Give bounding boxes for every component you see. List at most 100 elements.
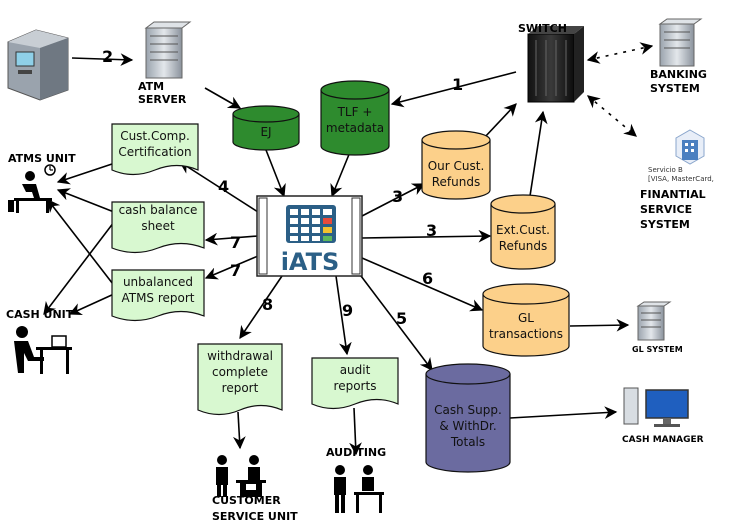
arrow-extrefunds-to-switch (529, 110, 548, 197)
arrow-switch-financial (587, 95, 637, 137)
arrow-iats-to-withdrawal (239, 275, 283, 340)
doc-unbalanced-atms: unbalanced ATMS report (111, 269, 205, 322)
atms-unit-label: ATMS UNIT (8, 152, 76, 165)
step-number-1: 1 (452, 75, 463, 94)
iats-grid-icon (286, 205, 336, 243)
cash-unit-person-icon (14, 326, 72, 374)
arrow-iats-to-certification (178, 161, 259, 213)
gl-system-label: GL SYSTEM (632, 345, 683, 354)
connectors (43, 42, 654, 456)
financial-service-label-line3: SYSTEM (640, 218, 690, 231)
banking-system-label-line2: SYSTEM (650, 82, 700, 95)
db-ej: EJ (232, 105, 300, 151)
iats-system-node: iATS (256, 195, 363, 277)
step-number-5: 5 (396, 309, 407, 328)
svg-text:unbalanced: unbalanced (123, 275, 193, 289)
arrow-cashbal-to-atmsunit (56, 188, 115, 213)
svg-text:Refunds: Refunds (499, 239, 548, 253)
svg-text:Refunds: Refunds (432, 175, 481, 189)
svg-text:complete: complete (212, 365, 268, 379)
svg-text:cash balance: cash balance (119, 203, 198, 217)
step-number-6: 6 (422, 269, 433, 288)
gl-system-server-icon (636, 301, 672, 341)
arrow-tlf-to-iats (330, 151, 351, 198)
atm-server-label-line1: ATM (138, 80, 164, 93)
doc-cust-comp-cert: Cust.Comp. Certification (111, 123, 199, 176)
financial-service-logo-caption-2: [VISA, MasterCard, (648, 175, 714, 183)
financial-service-logo-icon: Servicio B [VISA, MasterCard, (648, 129, 714, 183)
svg-text:reports: reports (334, 379, 377, 393)
svg-text:Totals: Totals (450, 435, 485, 449)
svg-text:GL: GL (518, 311, 534, 325)
svg-text:Cust.Comp.: Cust.Comp. (120, 129, 190, 143)
arrow-audit-to-auditing (349, 407, 362, 456)
svg-text:sheet: sheet (141, 219, 175, 233)
arrow-withdrawal-to-csu (232, 411, 246, 450)
financial-service-logo-caption: Servicio B (648, 166, 683, 174)
svg-text:Certification: Certification (118, 145, 191, 159)
db-ej-label: EJ (260, 125, 271, 139)
db-cash-supp: Cash Supp. & WithDr. Totals (425, 363, 511, 473)
step-number-7-unbalanced: 7 (230, 261, 241, 280)
cash-manager-computer-icon (623, 387, 689, 427)
arrow-cashbal-to-cashunit (43, 221, 115, 316)
arrow-unbal-to-atmsunit (47, 198, 117, 289)
doc-withdrawal-report: withdrawal complete report (197, 343, 283, 416)
db-tlf-label-line1: TLF + (337, 105, 373, 119)
arrow-switch-to-tlf (390, 71, 517, 108)
arrow-cashsupp-to-cashmanager (509, 406, 618, 420)
auditing-people-icon (334, 465, 384, 513)
arrow-iats-to-ourrefunds (361, 183, 426, 217)
arrow-server-to-ej (204, 87, 242, 109)
iats-logo-text: iATS (281, 248, 340, 276)
arrow-iats-to-cashbalance (204, 232, 259, 246)
switch-label: SWITCH (518, 22, 567, 35)
cash-unit-label: CASH UNIT (6, 308, 74, 321)
svg-text:& WithDr.: & WithDr. (439, 419, 496, 433)
step-number-2: 2 (102, 47, 113, 66)
arrow-ej-to-iats (265, 149, 286, 198)
arrow-iats-to-cashsupp (357, 271, 433, 372)
svg-text:report: report (222, 381, 259, 395)
svg-text:Our Cust.: Our Cust. (428, 159, 485, 173)
step-number-8: 8 (262, 295, 273, 314)
db-tlf-label-line2: metadata (326, 121, 384, 135)
step-number-3-our-refunds: 3 (392, 187, 403, 206)
customer-service-label-line1: CUSTOMER (212, 494, 281, 507)
financial-service-label-line2: SERVICE (640, 203, 692, 216)
financial-service-label-line1: FINANTIAL (640, 188, 706, 201)
step-numbers: 2 1 3 3 6 5 4 7 7 8 9 (102, 47, 463, 328)
doc-cash-balance: cash balance sheet (111, 201, 205, 254)
doc-audit-reports: audit reports (311, 357, 399, 410)
step-number-3-ext-refunds: 3 (426, 221, 437, 240)
cash-manager-label: CASH MANAGER (622, 435, 704, 445)
svg-text:transactions: transactions (489, 327, 563, 341)
auditing-label: AUDITING (326, 446, 386, 459)
arrow-iats-to-extrefunds (361, 229, 492, 243)
atms-unit-person-icon (8, 164, 56, 213)
arrow-atm-to-server (71, 53, 134, 67)
customer-service-label-line2: SERVICE UNIT (212, 510, 298, 523)
customer-service-unit-people-icon (216, 455, 266, 497)
svg-text:audit: audit (340, 363, 371, 377)
step-number-4: 4 (218, 177, 229, 196)
arrow-ourrefunds-to-switch (483, 103, 517, 139)
banking-system-server-icon (658, 18, 703, 67)
db-gl-transactions: GL transactions (482, 283, 570, 357)
svg-text:Cash Supp.: Cash Supp. (434, 403, 502, 417)
arrow-iats-to-unbalanced (204, 255, 259, 280)
arrow-gl-to-glsystem (569, 318, 630, 332)
switch-icon (527, 26, 584, 103)
step-number-7-cash-balance: 7 (230, 233, 241, 252)
svg-text:ATMS report: ATMS report (121, 291, 194, 305)
arrow-switch-banking (586, 42, 654, 64)
db-ext-cust-refunds: Ext.Cust. Refunds (490, 194, 556, 270)
db-tlf: TLF + metadata (320, 80, 390, 156)
db-our-cust-refunds: Our Cust. Refunds (421, 130, 491, 200)
atm-server-label-line2: SERVER (138, 93, 187, 106)
arrow-iats-to-audit (335, 275, 352, 356)
arrow-iats-to-gl (361, 257, 484, 312)
arrow-unbal-to-cashunit (68, 293, 115, 316)
